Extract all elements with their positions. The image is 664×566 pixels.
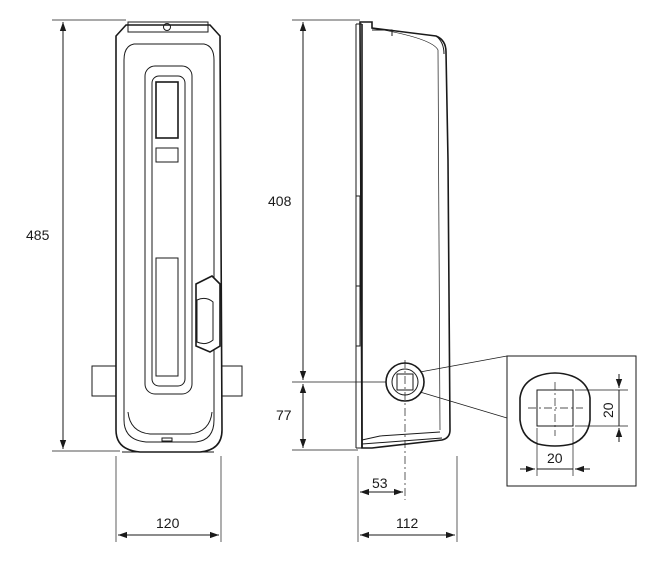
dim-112-label: 112 xyxy=(396,515,419,531)
side-inner-contour xyxy=(371,27,441,431)
side-top-cap xyxy=(372,29,393,36)
front-left-shaft-stub xyxy=(91,365,118,397)
front-outer-body xyxy=(115,24,223,453)
detail-frame xyxy=(506,355,637,487)
side-shaft-square xyxy=(396,373,414,391)
front-lower-rail xyxy=(155,257,179,377)
front-release-lever-inner xyxy=(196,297,214,345)
front-bottom-contour xyxy=(127,411,213,435)
side-bottom-edge xyxy=(361,437,443,445)
front-inner-face xyxy=(123,43,215,443)
dim-408-label: 408 xyxy=(268,193,292,209)
front-release-lever xyxy=(195,275,221,353)
dim-53-label: 53 xyxy=(372,475,388,491)
front-handle-slot-inner xyxy=(151,75,186,387)
front-bottom-led xyxy=(161,437,173,442)
detail-leader-top xyxy=(419,355,508,373)
side-bottom-plate xyxy=(361,431,441,441)
front-top-screw-icon xyxy=(163,23,171,31)
side-front-curve xyxy=(435,35,445,55)
front-handle-top-block xyxy=(155,81,179,139)
front-handle-slot-outer xyxy=(144,65,193,395)
side-mount-lower xyxy=(355,285,361,347)
front-handle-release-button xyxy=(155,147,179,163)
front-view xyxy=(91,21,243,453)
side-view xyxy=(355,21,451,449)
detail-dim-h-label: 20 xyxy=(547,450,563,466)
detail-dim-v-label: 20 xyxy=(600,402,616,418)
dim-120-label: 120 xyxy=(156,515,180,531)
side-mount-upper xyxy=(355,195,361,287)
front-top-cap xyxy=(127,21,209,33)
detail-leader-bottom xyxy=(419,391,508,419)
side-dimensions: 408 77 53 112 xyxy=(268,19,458,542)
shaft-detail-view: 20 20 xyxy=(506,355,637,487)
front-dimensions: 485 120 xyxy=(26,19,222,542)
dim-485-label: 485 xyxy=(26,227,50,243)
dim-77-label: 77 xyxy=(276,407,292,423)
